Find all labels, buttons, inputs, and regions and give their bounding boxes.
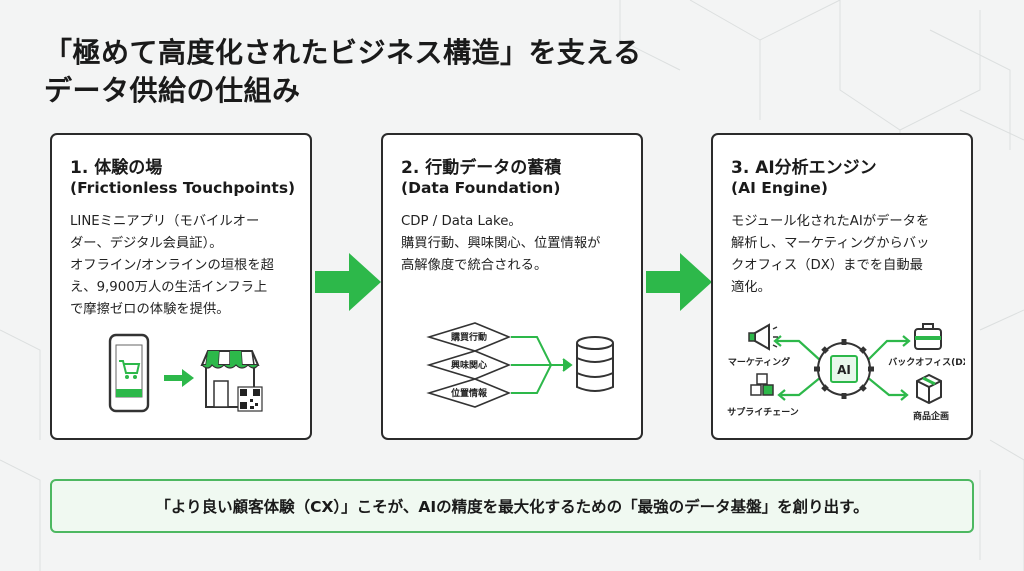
qr-code-icon — [237, 386, 263, 412]
database-icon — [576, 336, 614, 392]
ai-hub-illustration: AI マーケティング バックオフィス(DX) サプライチェーン 商品企画 — [727, 323, 965, 422]
body-line: で摩擦ゼロの体験を提供。 — [70, 302, 230, 317]
card-body: CDP / Data Lake。 購買行動、興味関心、位置情報が 高解像度で統合… — [401, 211, 637, 277]
layer-shape — [426, 322, 512, 352]
layer-shape — [426, 378, 512, 408]
body-line: 高解像度で統合される。 — [401, 258, 548, 273]
body-line: CDP / Data Lake。 — [401, 214, 522, 229]
body-line: え、9,900万人の生活インフラ上 — [70, 280, 268, 295]
layer-label: 購買行動 — [450, 331, 487, 343]
body-line: LINEミニアプリ（モバイルオー — [70, 214, 260, 229]
boxes-icon — [750, 373, 774, 396]
body-line: 適化。 — [731, 280, 771, 295]
layer-shape — [426, 350, 512, 380]
node-label: マーケティング — [728, 356, 790, 368]
layer-label: 位置情報 — [451, 387, 488, 399]
card-heading: 2. 行動データの蓄積 — [401, 158, 562, 178]
data-layers-illustration: 購買行動 興味関心 位置情報 — [426, 322, 614, 408]
card-touchpoints: 1. 体験の場 (Frictionless Touchpoints) LINEミ… — [50, 133, 312, 440]
title-line-1: 「極めて高度化されたビジネス構造」を支える — [44, 36, 642, 69]
merge-lines — [511, 336, 573, 394]
hub-label: AI — [837, 363, 851, 377]
flow-arrow-1 — [315, 253, 381, 311]
hub-arrows — [773, 335, 911, 401]
briefcase-icon — [914, 323, 942, 350]
gear-chip-icon: AI — [814, 339, 874, 399]
card-body: LINEミニアプリ（モバイルオー ダー、デジタル会員証）。 オフライン/オンライ… — [70, 211, 306, 321]
arrow-right-icon — [164, 369, 194, 387]
page-title: 「極めて高度化されたビジネス構造」を支える データ供給の仕組み — [44, 34, 642, 110]
node-label: 商品企画 — [913, 410, 949, 422]
card-heading: 1. 体験の場 — [70, 158, 163, 178]
banner-text: 「より良い顧客体験（CX）」こそが、AIの精度を最大化するための「最強のデータ基… — [155, 498, 869, 516]
touchpoint-illustration — [108, 333, 263, 413]
card-subheading: (AI Engine) — [731, 179, 828, 197]
node-label: バックオフィス(DX) — [888, 357, 965, 368]
card-body: モジュール化されたAIがデータを 解析し、マーケティングからバッ クオフィス（D… — [731, 211, 967, 299]
node-label: サプライチェーン — [727, 406, 799, 418]
layer-label: 興味関心 — [451, 359, 487, 371]
body-line: 解析し、マーケティングからバッ — [731, 236, 930, 251]
flow-arrow-2 — [646, 253, 712, 311]
package-icon — [916, 373, 942, 405]
storefront-icon — [200, 350, 260, 408]
smartphone-cart-icon — [108, 333, 150, 413]
title-line-2: データ供給の仕組み — [44, 74, 301, 107]
body-line: ダー、デジタル会員証）。 — [70, 236, 223, 251]
body-line: 購買行動、興味関心、位置情報が — [401, 236, 601, 251]
body-line: モジュール化されたAIがデータを — [731, 214, 930, 229]
summary-banner: 「より良い顧客体験（CX）」こそが、AIの精度を最大化するための「最強のデータ基… — [50, 479, 974, 533]
card-data-foundation: 2. 行動データの蓄積 (Data Foundation) CDP / Data… — [381, 133, 643, 440]
body-line: オフライン/オンラインの垣根を超 — [70, 258, 274, 273]
card-subheading: (Data Foundation) — [401, 179, 561, 197]
card-ai-engine: 3. AI分析エンジン (AI Engine) モジュール化されたAIがデータを… — [711, 133, 973, 440]
body-line: クオフィス（DX）までを自動最 — [731, 258, 923, 273]
card-subheading: (Frictionless Touchpoints) — [70, 179, 296, 197]
card-heading: 3. AI分析エンジン — [731, 158, 877, 178]
megaphone-icon — [748, 323, 778, 351]
